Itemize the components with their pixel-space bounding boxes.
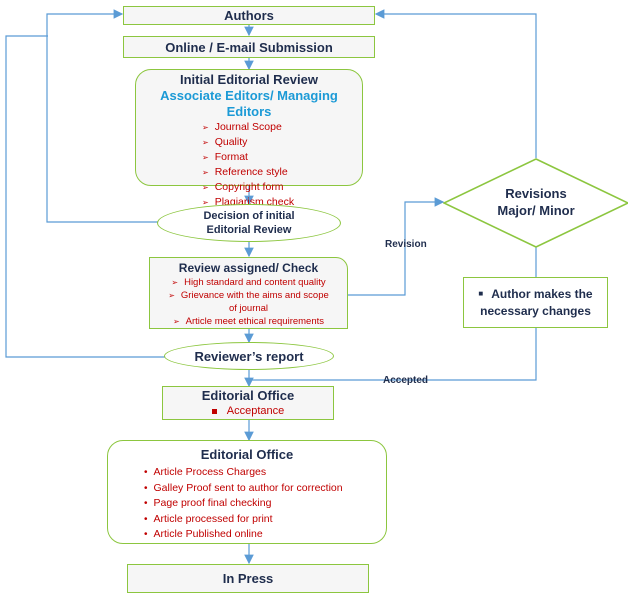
submission-box: Online / E-mail Submission — [123, 36, 375, 58]
list-item: •Article Process Charges — [144, 466, 267, 478]
in-press-box: In Press — [127, 564, 369, 593]
bullet-icon: • — [144, 529, 148, 540]
revisions-diamond: Revisions Major/ Minor — [443, 158, 628, 248]
reviewers-report-ellipse: Reviewer’s report — [164, 342, 334, 370]
editorial-office-1-item: Acceptance — [163, 404, 333, 418]
list-item: ➢Grievance with the aims and scope — [168, 290, 329, 301]
square-bullet-icon: ■ — [478, 289, 484, 298]
list-item: ➢Reference style — [202, 166, 288, 178]
list-item: ➢Quality — [202, 136, 248, 148]
bullet-icon: • — [144, 498, 148, 509]
path-revisions-to-authors — [374, 9, 537, 158]
authors-label: Authors — [224, 8, 274, 23]
arrow-bullet-icon: ➢ — [202, 198, 209, 207]
list-item: of journal — [228, 303, 269, 314]
decision-ellipse: Decision of initial Editorial Review — [157, 204, 341, 242]
path-assigned-to-revisions — [348, 197, 445, 296]
revision-label: Revision — [385, 239, 427, 250]
author-changes-line1: ■Author makes the — [478, 287, 593, 301]
arrow-bullet-icon: ➢ — [171, 278, 179, 287]
decision-line1: Decision of initial — [203, 210, 295, 222]
arrow-bullet-icon: ➢ — [202, 138, 209, 147]
author-changes-line2: necessary changes — [480, 304, 591, 318]
editorial-office-1-title: Editorial Office — [201, 388, 295, 403]
author-changes-box: ■Author makes the necessary changes — [463, 277, 608, 328]
revisions-line2: Major/ Minor — [497, 203, 574, 218]
list-item: •Article processed for print — [144, 512, 273, 525]
initial-review-list: ➢Journal Scope ➢Quality ➢Format ➢Referen… — [202, 120, 362, 210]
accepted-label: Accepted — [383, 375, 429, 386]
arrow-bullet-icon: ➢ — [202, 123, 209, 132]
list-item: •Galley Proof sent to author for correct… — [144, 481, 343, 494]
editorial-office-1-box: Editorial Office Acceptance — [162, 386, 334, 420]
arrow-bullet-icon: ➢ — [202, 153, 209, 162]
list-item: ➢High standard and content quality — [171, 277, 326, 288]
list-item: ➢Copyright form — [202, 181, 284, 193]
editorial-office-2-box: Editorial Office •Article Process Charge… — [107, 440, 387, 544]
loop-decision-to-top — [46, 9, 166, 223]
bullet-icon: • — [144, 482, 148, 494]
square-bullet-icon — [211, 408, 217, 414]
arrow-bullet-icon: ➢ — [202, 168, 209, 177]
list-item: •Article Published online — [144, 528, 263, 540]
list-item: •Page proof final checking — [144, 497, 272, 509]
arrow-bullet-icon: ➢ — [172, 317, 180, 326]
reviewers-report-label: Reviewer’s report — [194, 348, 304, 364]
review-assigned-list: ➢High standard and content quality ➢Grie… — [150, 276, 347, 328]
list-item: ➢Format — [202, 151, 248, 163]
arrow-bullet-icon: ➢ — [168, 291, 175, 300]
editorial-office-2-title: Editorial Office — [200, 447, 294, 462]
initial-review-box: Initial Editorial Review Associate Edito… — [135, 69, 363, 208]
review-assigned-title: Review assigned/ Check — [178, 261, 319, 275]
authors-box: Authors — [123, 6, 375, 25]
decision-line2: Editorial Review — [206, 224, 292, 236]
loop-report-to-submission — [5, 35, 166, 358]
bullet-icon: • — [144, 467, 148, 478]
bullet-icon: • — [144, 513, 148, 525]
revisions-line1: Revisions — [505, 186, 566, 201]
initial-review-subtitle: Associate Editors/ Managing Editors — [160, 88, 338, 119]
review-assigned-box: Review assigned/ Check ➢High standard an… — [149, 257, 348, 329]
list-item: ➢Article meet ethical requirements — [172, 316, 325, 327]
list-item: ➢Journal Scope — [202, 121, 282, 133]
initial-review-title: Initial Editorial Review — [180, 72, 318, 87]
submission-label: Online / E-mail Submission — [165, 39, 333, 55]
arrow-bullet-icon: ➢ — [202, 183, 209, 192]
editorial-office-2-list: •Article Process Charges •Galley Proof s… — [144, 465, 386, 543]
path-author-to-office — [249, 328, 537, 381]
in-press-label: In Press — [222, 571, 274, 586]
